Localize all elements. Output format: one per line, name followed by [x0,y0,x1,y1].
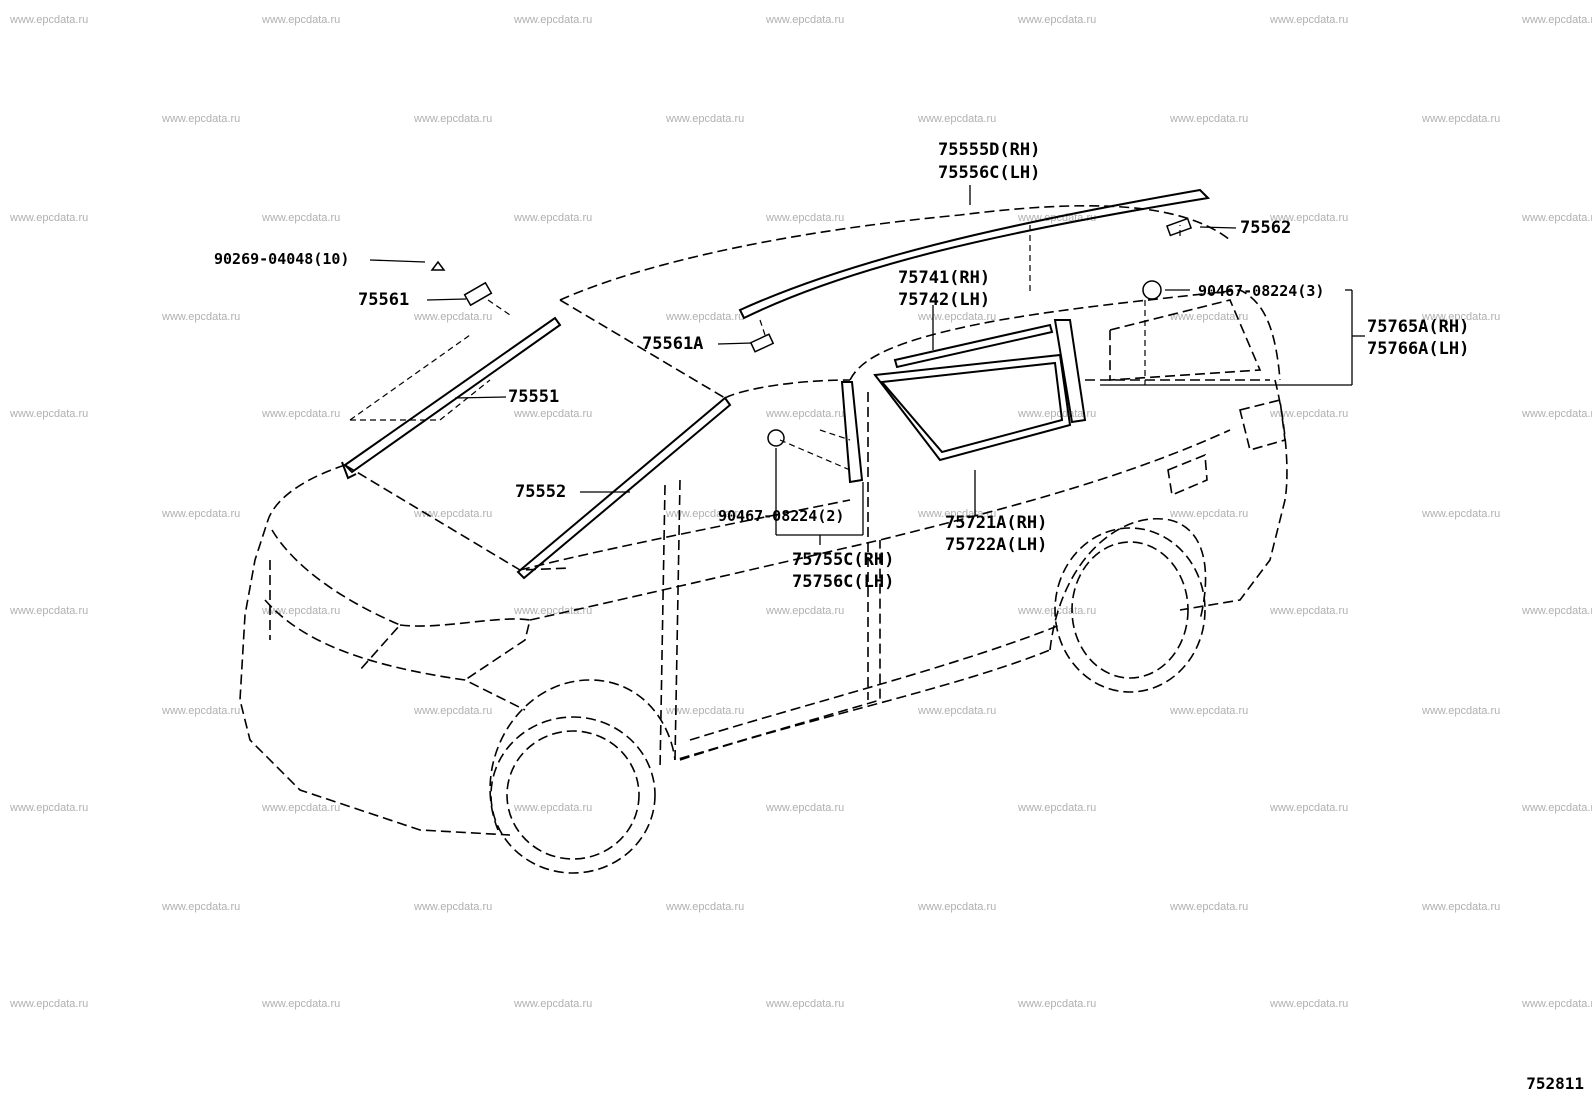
watermark-text: www.epcdata.ru [1422,508,1501,520]
watermark-text: www.epcdata.ru [514,998,593,1010]
watermark-text: www.epcdata.ru [766,998,845,1010]
watermark-text: www.epcdata.ru [918,705,997,717]
part-label-90467-08224-2: 90467-08224(2) [718,507,845,525]
part-label-75766A: 75766A(LH) [1367,339,1470,359]
watermark-text: www.epcdata.ru [414,705,493,717]
part-label-75556C: 75556C(LH) [938,163,1041,183]
watermark-text: www.epcdata.ru [1522,212,1592,224]
watermark-text: www.epcdata.ru [1170,508,1249,520]
watermark-text: www.epcdata.ru [514,212,593,224]
diagram-code: 752811 [1526,1074,1584,1093]
watermark-text: www.epcdata.ru [1018,802,1097,814]
watermark-text: www.epcdata.ru [666,705,745,717]
part-label-75741: 75741(RH) [898,268,991,288]
part-label-75562: 75562 [1240,218,1292,238]
moulding-parts [341,188,1211,580]
watermark-text: www.epcdata.ru [10,212,89,224]
watermark-text: www.epcdata.ru [262,802,341,814]
watermark-text: www.epcdata.ru [766,802,845,814]
watermark-text: www.epcdata.ru [666,508,745,520]
part-label-75755C: 75755C(RH) [792,550,895,570]
watermark-text: www.epcdata.ru [766,408,845,420]
watermark-text: www.epcdata.ru [514,802,593,814]
watermark-text: www.epcdata.ru [414,508,493,520]
watermark-text: www.epcdata.ru [262,408,341,420]
watermark-text: www.epcdata.ru [10,998,89,1010]
watermark-text: www.epcdata.ru [262,14,341,26]
watermark-text: www.epcdata.ru [414,311,493,323]
watermark-text: www.epcdata.ru [1522,14,1592,26]
watermark-text: www.epcdata.ru [766,605,845,617]
part-label-75765A: 75765A(RH) [1367,317,1470,337]
watermark-text: www.epcdata.ru [1018,998,1097,1010]
watermark-text: www.epcdata.ru [666,113,745,125]
watermark-text: www.epcdata.ru [1522,802,1592,814]
part-label-75551: 75551 [508,387,560,407]
watermark-text: www.epcdata.ru [10,605,89,617]
watermark-text: www.epcdata.ru [766,14,845,26]
watermark-text: www.epcdata.ru [514,14,593,26]
watermark-text: www.epcdata.ru [1170,113,1249,125]
watermark-text: www.epcdata.ru [666,901,745,913]
watermark-text: www.epcdata.ru [514,605,593,617]
watermark-text: www.epcdata.ru [1170,705,1249,717]
watermark-text: www.epcdata.ru [10,14,89,26]
watermark-text: www.epcdata.ru [1170,901,1249,913]
watermark-text: www.epcdata.ru [414,113,493,125]
watermark-text: www.epcdata.ru [918,113,997,125]
watermark-text: www.epcdata.ru [414,901,493,913]
part-label-75555D: 75555D(RH) [938,140,1041,160]
part-label-90269-04048: 90269-04048(10) [214,250,350,268]
watermark-text: www.epcdata.ru [1422,705,1501,717]
watermark-text: www.epcdata.ru [1270,14,1349,26]
watermark-text: www.epcdata.ru [918,311,997,323]
watermark-text: www.epcdata.ru [1270,802,1349,814]
watermark-text: www.epcdata.ru [1018,605,1097,617]
part-label-90467-08224-3: 90467-08224(3) [1198,282,1325,300]
watermark-text: www.epcdata.ru [10,802,89,814]
watermark-text: www.epcdata.ru [1270,998,1349,1010]
watermark-text: www.epcdata.ru [514,408,593,420]
part-label-75721A: 75721A(RH) [945,513,1048,533]
watermark-text: www.epcdata.ru [1522,408,1592,420]
watermark-text: www.epcdata.ru [162,901,241,913]
part-label-75552: 75552 [515,482,567,502]
watermark-text: www.epcdata.ru [1422,901,1501,913]
dashed-leaders [349,225,1181,471]
watermark-text: www.epcdata.ru [1018,408,1097,420]
watermark-text: www.epcdata.ru [1170,311,1249,323]
clips [430,217,1193,447]
watermark-text: www.epcdata.ru [162,311,241,323]
watermark-text: www.epcdata.ru [1422,311,1501,323]
watermark-text: www.epcdata.ru [1522,998,1592,1010]
van-body-outline [239,205,1288,874]
watermark-text: www.epcdata.ru [666,311,745,323]
part-label-75722A: 75722A(LH) [945,535,1048,555]
watermark-text: www.epcdata.ru [262,998,341,1010]
watermark-text: www.epcdata.ru [162,113,241,125]
watermark-text: www.epcdata.ru [1422,113,1501,125]
watermark-text: www.epcdata.ru [1270,605,1349,617]
watermark-text: www.epcdata.ru [262,212,341,224]
watermark-text: www.epcdata.ru [1270,212,1349,224]
watermark-text: www.epcdata.ru [766,212,845,224]
watermark-text: www.epcdata.ru [162,508,241,520]
watermark-text: www.epcdata.ru [262,605,341,617]
watermark-text: www.epcdata.ru [918,901,997,913]
part-label-75756C: 75756C(LH) [792,572,895,592]
watermark-text: www.epcdata.ru [162,705,241,717]
watermark-text: www.epcdata.ru [918,508,997,520]
watermark-text: www.epcdata.ru [10,408,89,420]
part-label-75561A: 75561A [642,334,704,354]
part-label-75742: 75742(LH) [898,290,991,310]
watermark-text: www.epcdata.ru [1018,14,1097,26]
part-label-75561: 75561 [358,290,410,310]
watermark-text: www.epcdata.ru [1270,408,1349,420]
watermark-text: www.epcdata.ru [1522,605,1592,617]
leader-lines [369,185,1365,545]
